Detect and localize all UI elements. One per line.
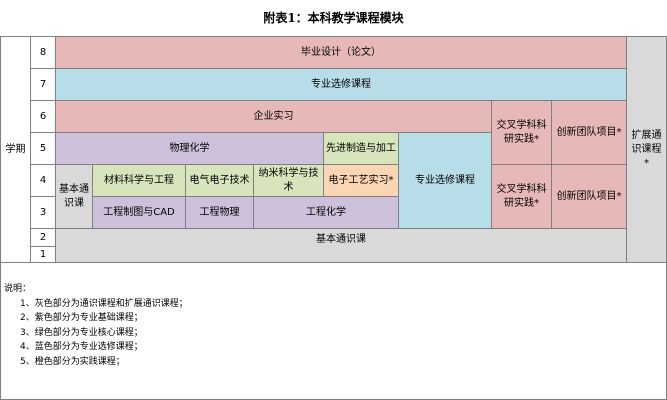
materials-science-cell: 材料科学与工程 (92, 164, 186, 197)
notes-section: 说明： 1、灰色部分为通识课程和扩展通识课程； 2、紫色部分为专业基础课程； 3… (4, 282, 644, 370)
extended-general-cell: 扩展通识课程* (626, 36, 667, 263)
engineering-drawing-cell: 工程制图与CAD (92, 196, 186, 229)
cross-research-lower-label: 交叉学科科研实践* (496, 183, 547, 209)
innovation-team-lower-cell: 创新团队项目* (551, 164, 627, 229)
enterprise-internship-cell: 企业实习 (55, 100, 492, 133)
engineering-physics-cell: 工程物理 (185, 196, 254, 229)
cross-research-upper-cell: 交叉学科科研实践* (491, 100, 552, 165)
note-item-3: 3、绿色部分为专业核心课程； (20, 327, 143, 338)
semester-number-7: 7 (30, 68, 56, 101)
semester-number-6: 6 (30, 100, 56, 133)
semester-number-4: 4 (30, 164, 56, 197)
semester-number-2: 2 (30, 228, 56, 247)
page-title: 附表1：本科教学课程模块 (263, 11, 404, 25)
nano-science-label: 纳米科学与技术 (258, 167, 319, 193)
physical-chemistry-cell: 物理化学 (55, 132, 324, 165)
semester-number-1: 1 (30, 246, 56, 263)
cross-research-lower-cell: 交叉学科科研实践* (491, 164, 552, 229)
electronic-craft-cell: 电子工艺实习* (323, 164, 399, 197)
graduation-design-cell: 毕业设计（论文） (55, 36, 627, 69)
note-item-2: 2、紫色部分为专业基础课程； (20, 313, 143, 324)
note-item-4: 4、蓝色部分为专业选修课程； (20, 342, 143, 353)
basic-general-long-label: 基本通识课 (316, 234, 366, 245)
note-item-1: 1、灰色部分为通识课程和扩展通识课程； (20, 298, 188, 309)
semester-number-8: 8 (30, 36, 56, 69)
engineering-chemistry-cell: 工程化学 (253, 196, 399, 229)
basic-general-short-cell: 基本通识课 (55, 164, 93, 229)
nano-science-cell: 纳米科学与技术 (253, 164, 324, 197)
professional-electives-main-cell: 专业选修课程 (398, 132, 492, 229)
basic-general-long-cell: 基本通识课 (55, 228, 627, 263)
electrical-electronics-cell: 电气电子技术 (185, 164, 254, 197)
semester-number-3: 3 (30, 196, 56, 229)
semester-number-5: 5 (30, 132, 56, 165)
note-item-5: 5、橙色部分为实践课程； (20, 356, 125, 367)
extended-general-label: 扩展通识课程* (631, 129, 662, 169)
professional-electives-row7-cell: 专业选修课程 (55, 68, 627, 101)
cross-research-upper-label: 交叉学科科研实践* (496, 119, 547, 145)
innovation-team-upper-cell: 创新团队项目* (551, 100, 627, 165)
basic-general-short-label: 基本通识课 (59, 183, 89, 209)
advanced-manufacturing-cell: 先进制造与加工 (323, 132, 399, 165)
notes-heading: 说明： (4, 284, 32, 294)
semester-header: 学期 (0, 36, 31, 263)
